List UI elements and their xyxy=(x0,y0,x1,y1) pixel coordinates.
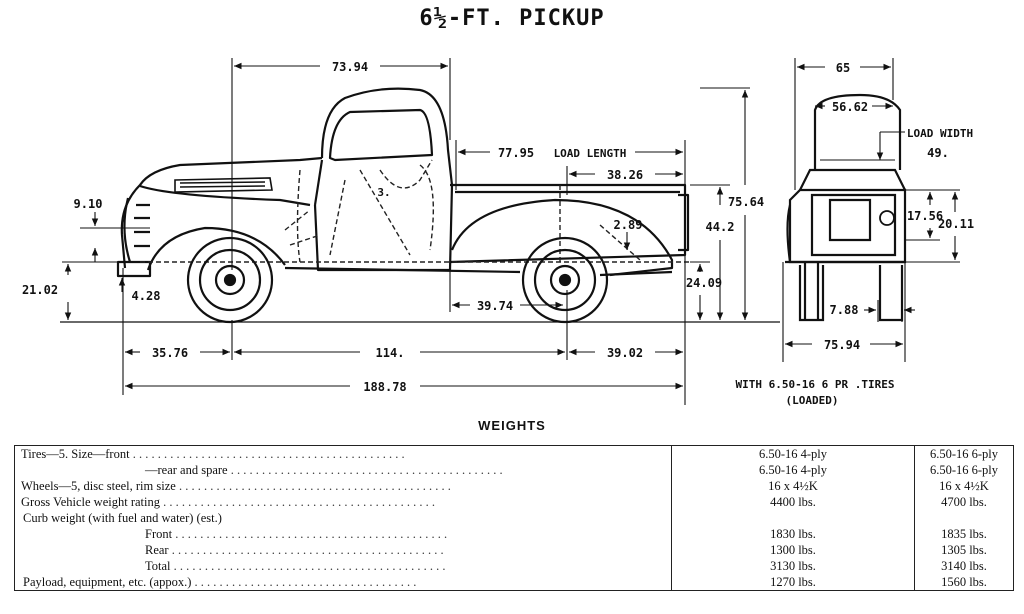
dim-bumper-height: 9.10 xyxy=(74,197,103,211)
cell-col2: 1835 lbs. xyxy=(941,527,987,541)
front-wheel xyxy=(186,236,274,324)
weights-table-body: Tires—5. Size—front . . . . . . . . . . … xyxy=(14,445,1014,591)
dim-bed-height: 44.2 xyxy=(706,220,735,234)
weights-table: Tires—5. Size—front . . . . . . . . . . … xyxy=(14,445,1014,591)
cell-col1: 6.50-16 4-ply xyxy=(671,462,915,478)
row-label: Total xyxy=(145,559,171,573)
cell-col2 xyxy=(915,510,1014,526)
rear-wheel xyxy=(521,236,609,324)
table-row: Front . . . . . . . . . . . . . . . . . … xyxy=(14,526,1014,542)
table-row: Tires—5. Size—front . . . . . . . . . . … xyxy=(14,445,1014,462)
cell-col1: 1830 lbs. xyxy=(671,526,915,542)
leader-dots: . . . . . . . . . . . . . . . . . . . . … xyxy=(191,575,417,589)
load-length-label: LOAD LENGTH xyxy=(554,147,627,160)
cell-col1: 1270 lbs. xyxy=(671,574,915,591)
table-row: Curb weight (with fuel and water) (est.) xyxy=(14,510,1014,526)
dim-load-width: 49. xyxy=(927,146,949,160)
dim-load-length: 38.26 xyxy=(607,168,643,182)
rear-emblem xyxy=(879,210,895,226)
leader-dots: . . . . . . . . . . . . . . . . . . . . … xyxy=(175,479,451,493)
rear-view-truck-outline xyxy=(785,93,907,322)
table-row: Gross Vehicle weight rating . . . . . . … xyxy=(14,494,1014,510)
side-dimension-labels: 73.94 77.95 LOAD LENGTH 38.26 9.10 21.02… xyxy=(22,60,764,394)
cell-col2: 3140 lbs. xyxy=(941,559,987,573)
dim-inner-width: 56.62 xyxy=(832,100,868,114)
leader-dots: . . . . . . . . . . . . . . . . . . . . … xyxy=(170,559,446,573)
dim-tire-width: 7.88 xyxy=(830,303,859,317)
dim-track-width: 75.94 xyxy=(824,338,860,352)
truck-dimension-drawing: 73.94 77.95 LOAD LENGTH 38.26 9.10 21.02… xyxy=(22,58,975,407)
row-label: Rear xyxy=(145,543,169,557)
cell-col2: 16 x 4½K xyxy=(939,479,989,493)
table-row: Rear . . . . . . . . . . . . . . . . . .… xyxy=(14,542,1014,558)
dim-overall-height: 75.64 xyxy=(728,195,764,209)
cell-col2: 6.50-16 6-ply xyxy=(929,447,999,461)
table-row: —rear and spare . . . . . . . . . . . . … xyxy=(14,462,1014,478)
leader-dots: . . . . . . . . . . . . . . . . . . . . … xyxy=(227,463,503,477)
cell-col1: 16 x 4½K xyxy=(671,478,915,494)
cell-col1: 3130 lbs. xyxy=(671,558,915,574)
load-width-label: LOAD WIDTH xyxy=(907,127,973,140)
page-title: 6½-FT. PICKUP xyxy=(419,6,605,31)
leader-dots: . . . . . . . . . . . . . . . . . . . . … xyxy=(172,527,448,541)
row-label: —rear and spare xyxy=(145,463,228,477)
seat-label: 3. xyxy=(377,186,390,199)
rear-dimension-lines xyxy=(782,58,960,362)
side-trim xyxy=(174,177,273,193)
leader-dots: . . . . . . . . . . . . . . . . . . . . … xyxy=(159,495,435,509)
dim-wheelbase: 114. xyxy=(376,346,405,360)
dim-bed-floor-height: 24.09 xyxy=(686,276,722,290)
table-row: Total . . . . . . . . . . . . . . . . . … xyxy=(14,558,1014,574)
dim-bed-depth: 2.89 xyxy=(614,218,643,232)
row-label: Front xyxy=(145,527,173,541)
dim-rear-axle-to-bed: 39.74 xyxy=(477,299,513,313)
dim-bed-side-height: 17.56 xyxy=(907,209,943,223)
cell-col2: 6.50-16 6-ply xyxy=(929,463,999,477)
rear-dimension-labels: 65 56.62 LOAD WIDTH 49. 17.56 20.11 7.88… xyxy=(736,61,975,407)
row-label: Curb weight (with fuel and water) (est.) xyxy=(23,511,222,525)
cell-col1: 6.50-16 4-ply xyxy=(671,445,915,462)
dim-load-length-to-cab: 77.95 xyxy=(498,146,534,160)
dim-overall-width-top: 65 xyxy=(836,61,850,75)
row-label: Tires—5. Size—front xyxy=(21,447,130,461)
tire-note-line1: WITH 6.50-16 6 PR .TIRES xyxy=(736,378,895,391)
dim-cab-length: 73.94 xyxy=(332,60,368,74)
cell-col1: 1300 lbs. xyxy=(671,542,915,558)
row-label: Wheels—5, disc steel, rim size xyxy=(21,479,176,493)
cell-col2: 4700 lbs. xyxy=(941,495,987,509)
side-dimension-lines xyxy=(62,58,750,405)
dim-bumper-drop: 4.28 xyxy=(132,289,161,303)
row-label: Gross Vehicle weight rating xyxy=(21,495,160,509)
table-row: Payload, equipment, etc. (appox.) . . . … xyxy=(14,574,1014,591)
weights-heading: WEIGHTS xyxy=(478,418,546,433)
tire-note-line2: (LOADED) xyxy=(786,394,839,407)
table-row: Wheels—5, disc steel, rim size . . . . .… xyxy=(14,478,1014,494)
dim-rear-overhang: 39.02 xyxy=(607,346,643,360)
leader-dots: . . . . . . . . . . . . . . . . . . . . … xyxy=(168,543,444,557)
leader-dots: . . . . . . . . . . . . . . . . . . . . … xyxy=(129,447,405,461)
dim-front-overhang: 35.76 xyxy=(152,346,188,360)
cell-col2: 1305 lbs. xyxy=(941,543,987,557)
cell-col2: 1560 lbs. xyxy=(941,575,987,589)
dim-side-height: 20.11 xyxy=(938,217,974,231)
row-label: Payload, equipment, etc. (appox.) xyxy=(23,575,192,589)
dim-overall-length: 188.78 xyxy=(363,380,406,394)
cell-col1 xyxy=(671,510,915,526)
dim-frame-height: 21.02 xyxy=(22,283,58,297)
cell-col1: 4400 lbs. xyxy=(671,494,915,510)
